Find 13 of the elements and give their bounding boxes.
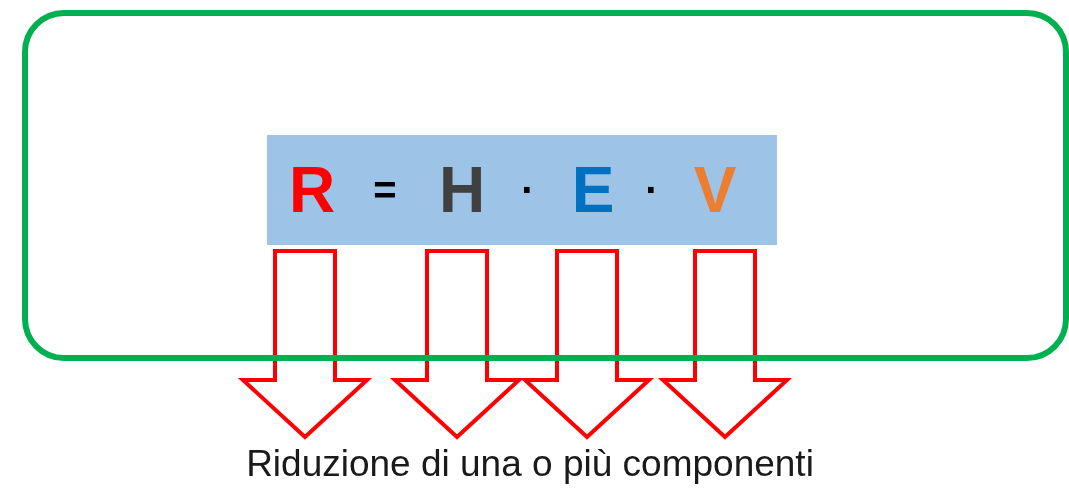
caption-text: Riduzione di una o più componenti [130, 442, 930, 487]
rounded-frame [22, 10, 1069, 361]
formula-operator: · [645, 170, 659, 210]
hollow-down-arrow [519, 249, 655, 440]
formula-operator: · [521, 170, 535, 210]
formula-variable: E [571, 158, 615, 222]
formula-operator: = [373, 170, 397, 210]
formula-variable: R [288, 158, 336, 222]
hollow-down-arrow [657, 249, 793, 440]
formula-box [267, 135, 777, 245]
formula-variable: V [693, 158, 737, 222]
hollow-down-arrow [237, 249, 373, 440]
formula-variable: H [438, 158, 486, 222]
